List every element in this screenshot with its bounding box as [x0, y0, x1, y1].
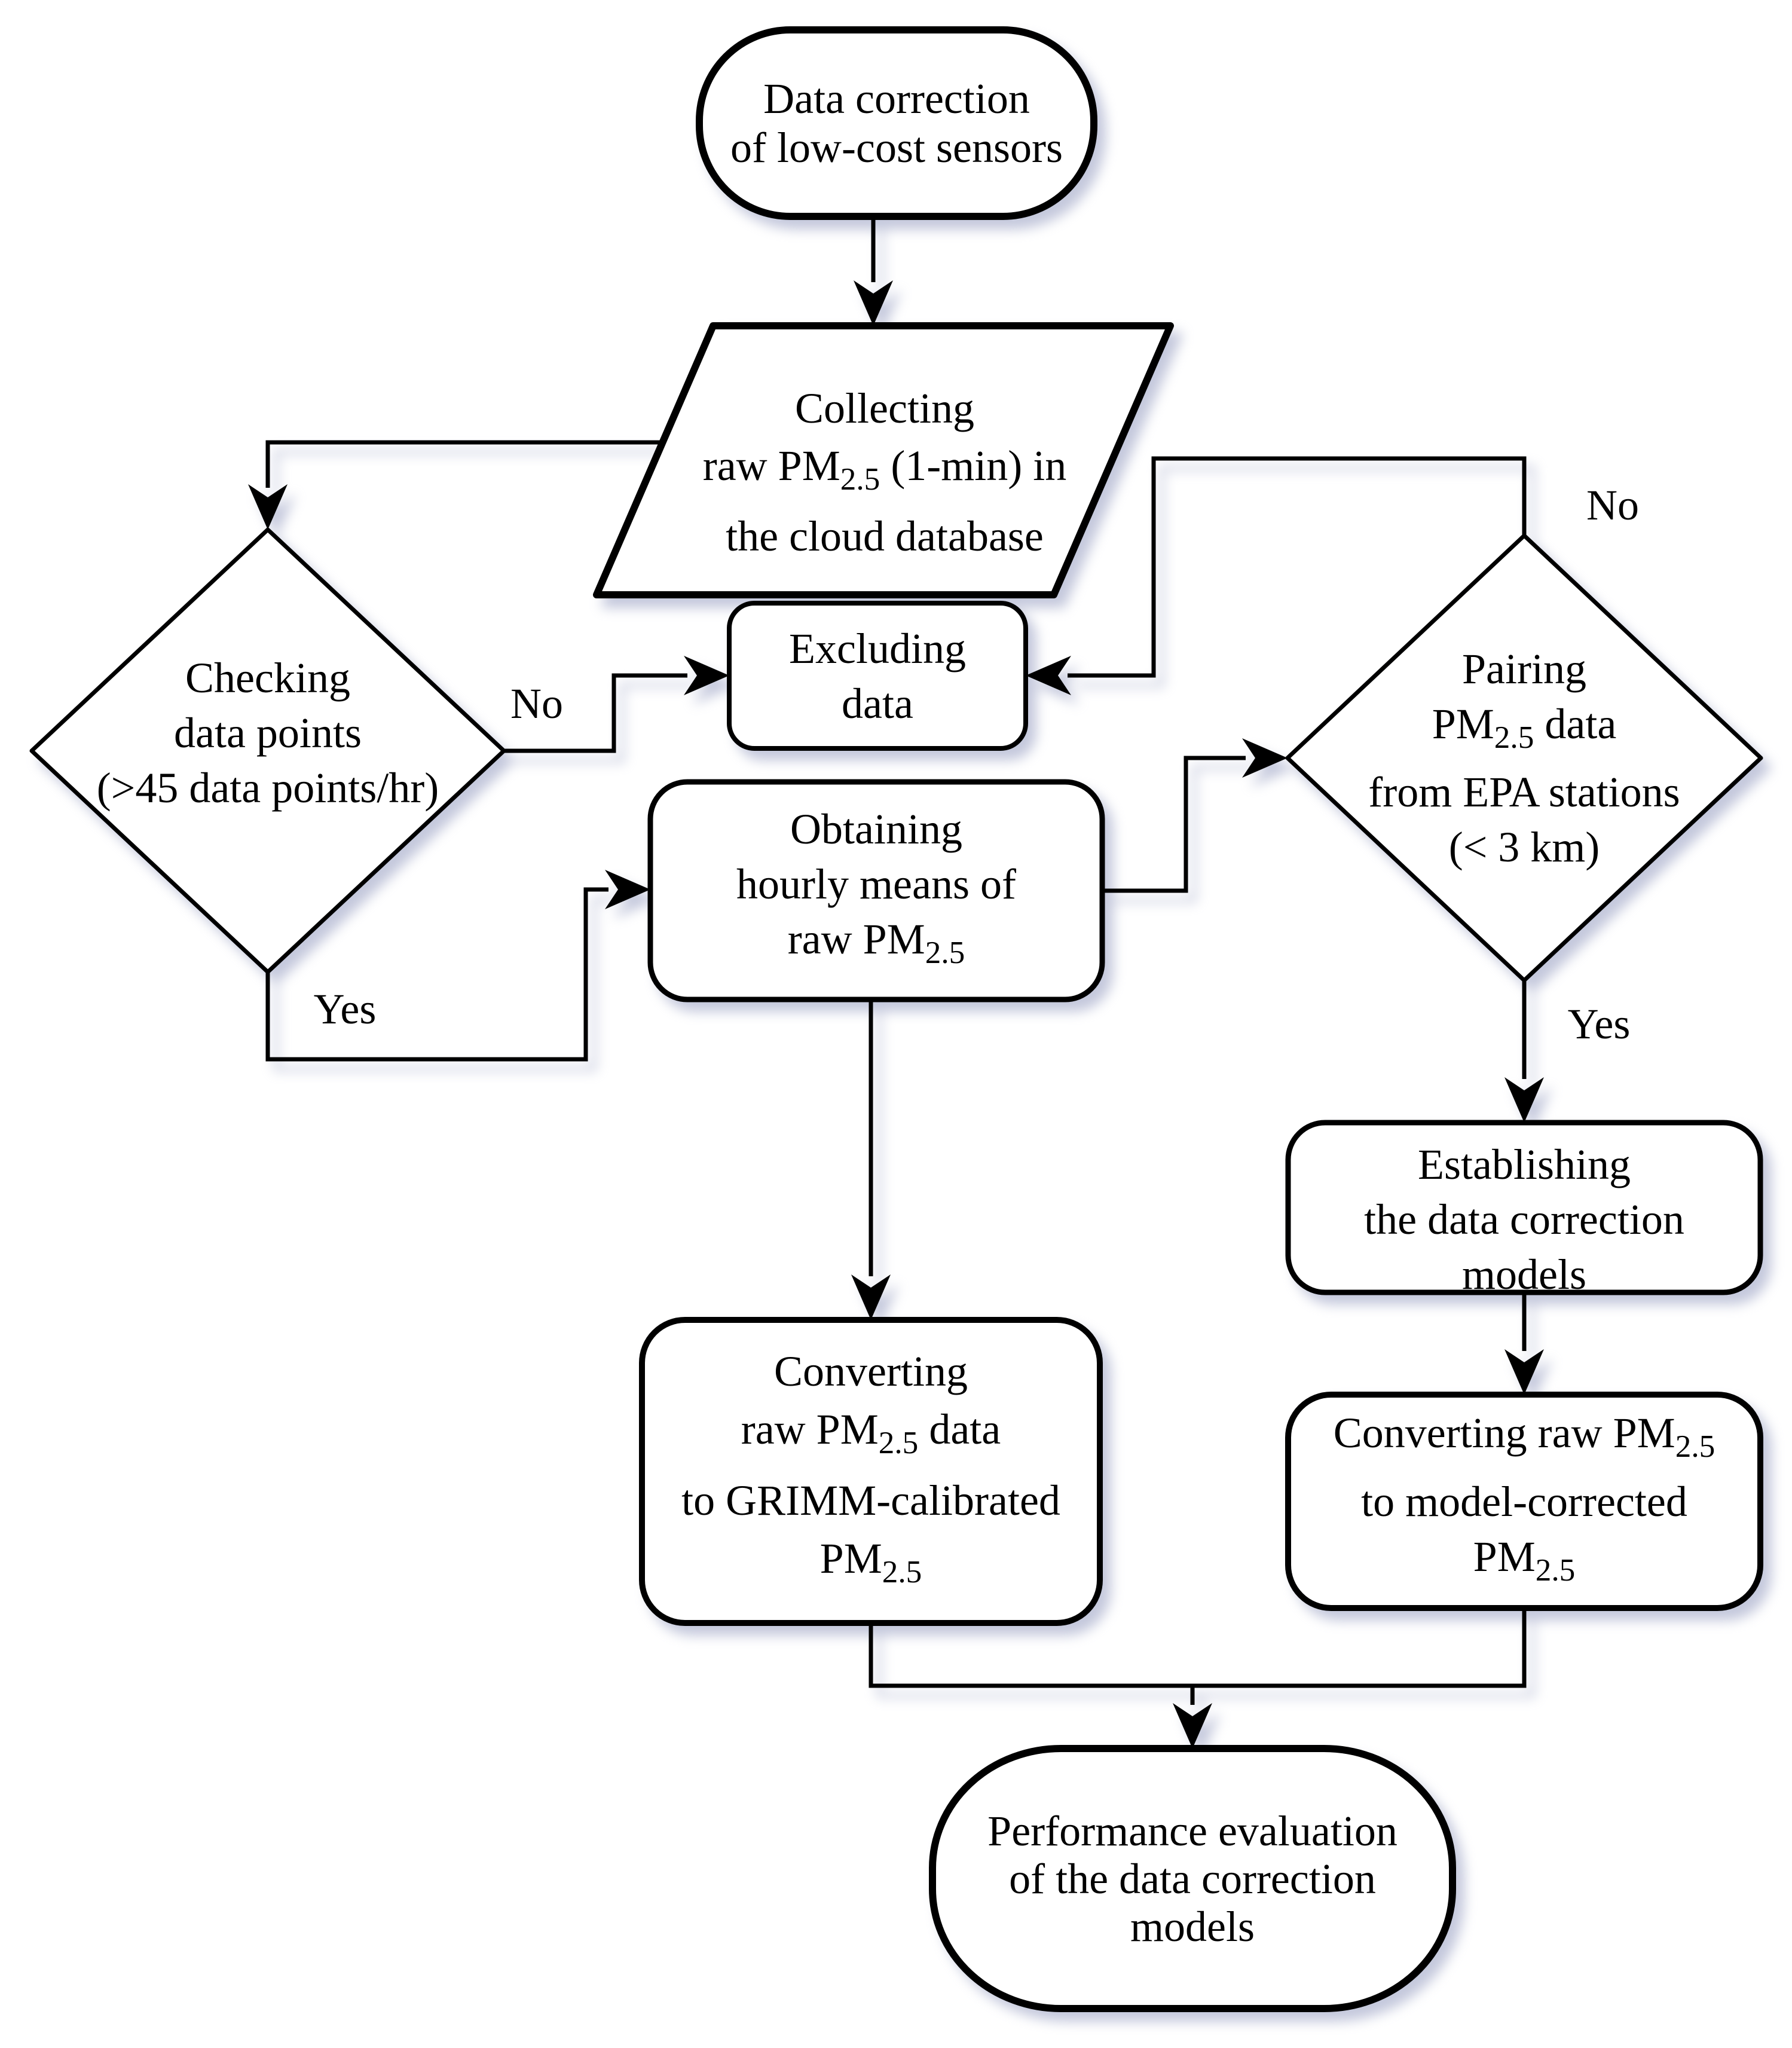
establish-line1: Establishing — [1418, 1141, 1631, 1188]
collect-parallelogram-shape — [593, 322, 1174, 598]
check-line3: (>45 data points/hr) — [96, 764, 439, 812]
start-line1: Data correction — [763, 75, 1030, 123]
hourly-line1: Obtaining — [790, 805, 962, 853]
arrowhead-establish-to-convert-model — [1504, 1349, 1544, 1395]
arrow-hourly-to-pair — [1102, 756, 1246, 893]
pair-line2: PM2.5 data — [1432, 699, 1617, 755]
collect-line3: the cloud database — [726, 512, 1044, 561]
evaluate-line3: models — [1130, 1902, 1255, 1951]
pm25-subscript: 2.5 — [1494, 719, 1534, 755]
convert-model-line3: PM2.5 — [1473, 1532, 1576, 1588]
line-converts-merge — [869, 1608, 1527, 1688]
arrow-collect-to-check — [265, 440, 662, 488]
pair-line3: from EPA stations — [1368, 768, 1680, 817]
arrowhead-check-yes-to-hourly — [605, 870, 650, 909]
convert-grimm-process-label: Converting raw PM2.5 data to GRIMM-calib… — [642, 1320, 1100, 1623]
evaluate-line2: of the data correction — [1009, 1854, 1376, 1903]
pm25-subscript: 2.5 — [1675, 1428, 1715, 1464]
convert-grimm-line3: to GRIMM-calibrated — [681, 1476, 1060, 1524]
pair-decision-diamond — [1285, 533, 1763, 983]
arrowhead-merge-to-evaluate — [1173, 1703, 1212, 1749]
exclude-line1: Excluding — [789, 624, 966, 673]
arrowhead-pair-no-to-exclude — [1026, 656, 1071, 695]
convert-model-process-shape — [1285, 1392, 1763, 1611]
check-yes-label: Yes — [313, 985, 377, 1033]
pair-no-label: No — [1586, 481, 1639, 529]
check-no-label: No — [510, 680, 563, 728]
pair-line4: (< 3 km) — [1448, 823, 1600, 872]
check-decision-diamond — [29, 527, 506, 974]
start-line2: of low-cost sensors — [730, 124, 1063, 172]
arrowhead-check-no-to-exclude — [684, 656, 729, 695]
convert-grimm-line4: PM2.5 — [819, 1534, 922, 1590]
arrowhead-hourly-to-pair — [1242, 738, 1288, 778]
establish-line3: models — [1462, 1251, 1586, 1298]
convert-model-line1: Converting raw PM2.5 — [1333, 1408, 1715, 1464]
arrow-pair-no-to-exclude — [1068, 456, 1527, 678]
check-line2: data points — [174, 709, 362, 757]
convert-grimm-line2: raw PM2.5 data — [741, 1405, 1001, 1460]
collect-line1: Collecting — [795, 384, 974, 432]
arrowhead-hourly-to-convert-grimm — [851, 1274, 891, 1320]
pair-yes-label: Yes — [1567, 1000, 1631, 1048]
hourly-line3: raw PM2.5 — [787, 915, 965, 970]
pm25-subscript: 2.5 — [1535, 1552, 1576, 1588]
evaluate-line1: Performance evaluation — [987, 1806, 1397, 1855]
hourly-process-label: Obtaining hourly means of raw PM2.5 — [650, 782, 1102, 999]
hourly-line2: hourly means of — [736, 860, 1016, 908]
evaluate-terminator-shape — [929, 1745, 1456, 2012]
start-terminator-shape — [696, 26, 1097, 220]
pair-decision-label: Pairing PM2.5 data from EPA stations (< … — [1309, 645, 1739, 872]
exclude-process-label: Excluding data — [729, 603, 1026, 748]
arrow-check-yes-to-hourly — [265, 887, 608, 1062]
establish-process-shape — [1285, 1120, 1763, 1295]
pm25-subscript: 2.5 — [840, 461, 880, 497]
convert-model-line2: to model-corrected — [1361, 1477, 1687, 1526]
collect-parallelogram-label: Collecting raw PM2.5 (1-min) in the clou… — [634, 359, 1136, 586]
check-decision-label: Checking data points (>45 data points/hr… — [53, 613, 483, 852]
check-line1: Checking — [185, 654, 350, 702]
arrowhead-collect-to-check — [248, 484, 288, 530]
evaluate-terminator-label: Performance evaluation of the data corre… — [932, 1749, 1452, 2009]
establish-line2: the data correction — [1364, 1196, 1684, 1243]
convert-model-process-label: Converting raw PM2.5 to model-corrected … — [1288, 1395, 1760, 1608]
collect-line2: raw PM2.5 (1-min) in — [702, 441, 1067, 497]
exclude-line2: data — [842, 679, 913, 728]
arrowhead-pair-yes-to-establish — [1504, 1077, 1544, 1123]
pm25-subscript: 2.5 — [882, 1554, 922, 1590]
start-terminator-label: Data correction of low-cost sensors — [699, 30, 1094, 216]
hourly-process-shape — [647, 779, 1105, 1002]
convert-grimm-line1: Converting — [774, 1347, 968, 1395]
pm25-subscript: 2.5 — [925, 934, 965, 970]
arrowhead-start-to-collect — [854, 280, 893, 326]
convert-grimm-process-shape — [639, 1317, 1103, 1626]
pm25-subscript: 2.5 — [878, 1425, 919, 1460]
pair-line1: Pairing — [1462, 644, 1586, 693]
arrow-check-no-to-exclude — [504, 673, 687, 753]
establish-process-label: Establishing the data correction models — [1288, 1136, 1760, 1303]
exclude-process-shape — [727, 601, 1028, 751]
